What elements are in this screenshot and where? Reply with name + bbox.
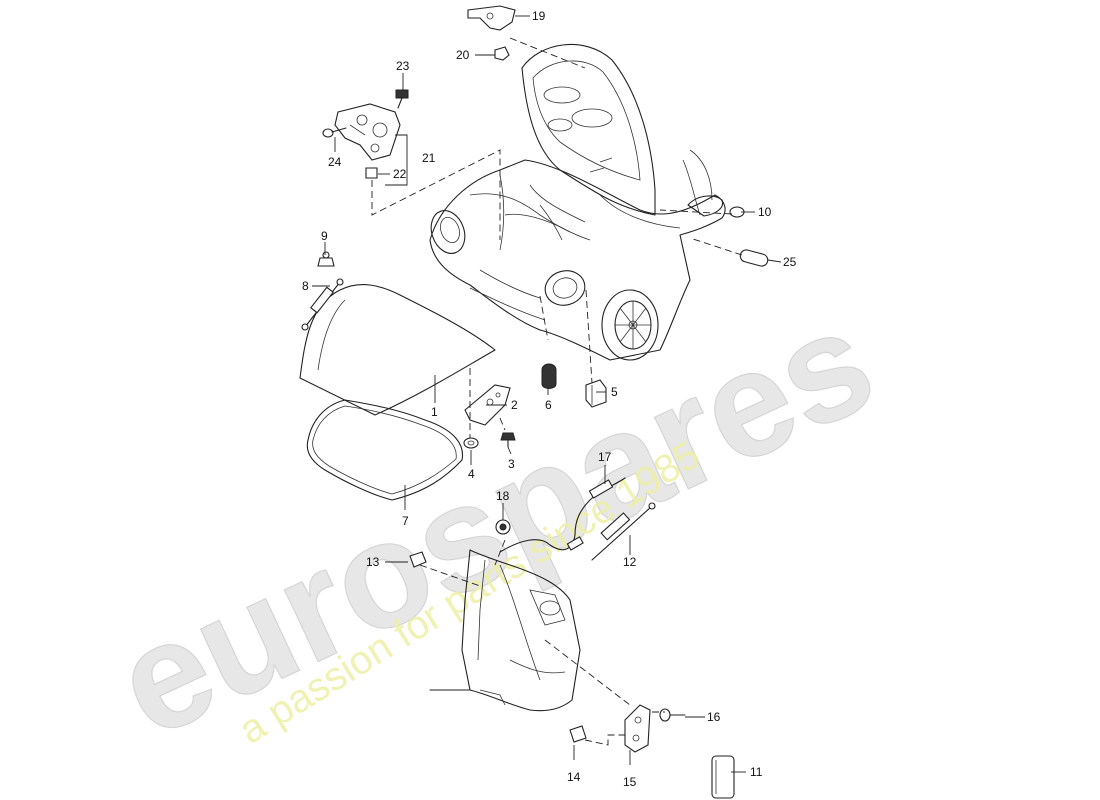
body-inner-panel (429, 549, 581, 712)
callout-23: 23 (396, 59, 410, 73)
part-nut-4 (463, 437, 479, 449)
car-body (429, 43, 726, 361)
part-clip-18 (495, 519, 511, 535)
callout-11: 11 (750, 765, 763, 779)
part-trim-11 (711, 755, 735, 799)
callout-5: 5 (611, 385, 618, 399)
part-screw-24 (322, 127, 347, 138)
callout-19: 19 (532, 9, 546, 23)
callout-1: 1 (431, 405, 438, 419)
part-lock-assembly (334, 103, 401, 161)
part-lock-bracket-15 (624, 704, 651, 753)
part-gas-strut-12 (591, 502, 656, 561)
callout-2: 2 (511, 398, 518, 412)
part-front-lid (299, 284, 496, 416)
callout-14: 14 (567, 770, 581, 784)
callout-6: 6 (545, 398, 552, 412)
part-gas-strut (301, 278, 344, 331)
part-rubber-stop-6 (541, 363, 557, 389)
callout-13: 13 (366, 555, 380, 569)
callout-22: 22 (393, 167, 407, 181)
callout-8: 8 (302, 279, 309, 293)
part-screw-16 (659, 708, 686, 722)
callout-18: 18 (496, 489, 510, 503)
part-seal (306, 399, 464, 501)
part-buffer-25 (739, 249, 769, 267)
part-nut-20 (494, 46, 510, 61)
part-bolt-3 (500, 432, 516, 448)
callout-3: 3 (508, 457, 515, 471)
callouts: 1 2 3 4 5 6 7 8 9 10 11 12 13 14 15 16 1… (302, 9, 797, 789)
callout-15: 15 (623, 775, 637, 789)
leader-lines (312, 15, 782, 773)
callout-24: 24 (328, 155, 342, 169)
part-clip-22 (365, 167, 378, 179)
part-buffer-5 (585, 379, 607, 408)
part-clip-13 (409, 551, 427, 568)
part-release-cable (499, 477, 626, 553)
callout-7: 7 (402, 514, 409, 528)
callout-17: 17 (598, 450, 612, 464)
assembly-lines (371, 37, 743, 746)
callout-21: 21 (422, 151, 436, 165)
callout-16: 16 (707, 710, 721, 724)
callout-20: 20 (456, 48, 470, 62)
callout-10: 10 (758, 205, 772, 219)
callout-25: 25 (783, 255, 797, 269)
callout-9: 9 (321, 229, 328, 243)
part-clip-14 (569, 725, 587, 743)
part-bracket-19 (467, 5, 516, 31)
part-ball-stud (317, 251, 335, 267)
part-bolt-23 (395, 89, 409, 109)
callout-4: 4 (468, 467, 475, 481)
callout-12: 12 (623, 555, 637, 569)
